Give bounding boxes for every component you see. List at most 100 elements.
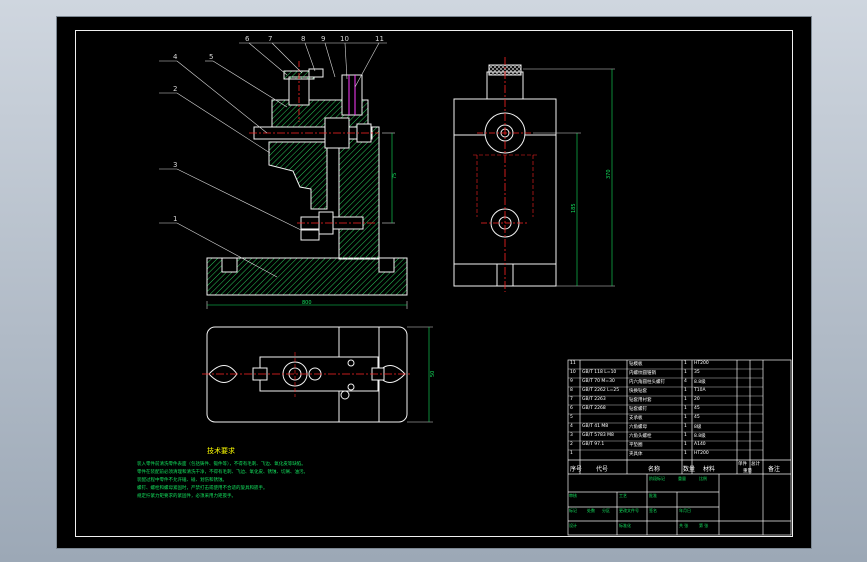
upright-column	[338, 126, 380, 260]
support-plate	[268, 141, 328, 210]
bom-cell-qty: 4	[684, 379, 687, 384]
bom-cell-name: 快换钻套	[629, 389, 647, 394]
bushing-screw	[308, 68, 324, 78]
bom-cell-seq: 6	[570, 406, 573, 411]
title-block-label: 年月日	[679, 508, 691, 513]
callout-6: 6	[245, 35, 250, 43]
bom-cell-name: 六角头螺栓	[629, 434, 652, 439]
dim-front-width: 800	[302, 300, 312, 306]
bom-header-weight: 重量	[743, 469, 752, 474]
bom-cell-material: T10A	[694, 388, 706, 393]
bom-cell-name: 支承板	[629, 416, 643, 421]
dim-side-inner: 185	[571, 203, 577, 213]
title-block-label: 标记	[569, 508, 577, 513]
bom-cell-qty: 1	[684, 361, 687, 366]
callout-leaders	[159, 42, 387, 278]
drawing-frame	[75, 30, 793, 537]
bom-cell-name: 平垫圈	[629, 443, 643, 448]
bom-cell-qty: 1	[684, 415, 687, 420]
bom-header-single: 单件	[738, 462, 747, 467]
bom-cell-qty: 1	[684, 424, 687, 429]
bom-cell-code: GB/T 70 M=30	[582, 379, 615, 384]
bom-header-total: 总计	[751, 462, 760, 467]
bom-cell-material: 20	[694, 397, 700, 402]
technical-note-line: 螺钉、螺栓和螺母紧固时，严禁打击或使用不合适的旋具和扳手。	[137, 486, 268, 491]
bom-cell-seq: 2	[570, 442, 573, 447]
title-block-label: 重量	[678, 476, 686, 481]
bom-cell-seq: 5	[570, 415, 573, 420]
bom-cell-code: GB/T 2262 L=25	[582, 388, 620, 393]
dim-side-outer: 370	[606, 169, 612, 179]
base-step-left	[221, 257, 238, 273]
callout-8: 8	[301, 35, 305, 43]
base-step-right	[378, 257, 395, 273]
bom-cell-material: 45	[694, 415, 700, 420]
bom-cell-qty: 1	[684, 442, 687, 447]
taper-pin	[341, 74, 363, 116]
callout-7: 7	[268, 35, 272, 43]
bom-cell-material: 8.8级	[694, 434, 706, 439]
bom-row-lines	[568, 368, 763, 451]
technical-notes-title: 技术要求	[207, 447, 235, 455]
bom-cell-name: 六角螺母	[629, 425, 647, 430]
bom-cell-code: GB/T 41 M8	[582, 424, 609, 429]
title-block-label: 批准	[649, 493, 657, 498]
bom-cell-name: 内螺纹圆锥销	[629, 371, 656, 376]
callout-3: 3	[173, 161, 177, 169]
callout-9: 9	[321, 35, 325, 43]
title-block-grid	[567, 359, 792, 536]
technical-note-line: 零件在装配前必须清理和清洗干净，不得有毛刺、飞边、氧化皮、锈蚀、切屑、油污。	[137, 470, 308, 475]
bom-cell-material: 8.8级	[694, 380, 706, 385]
bom-header-remark: 备注	[768, 466, 781, 473]
bom-cell-name: 钻模板	[629, 362, 643, 367]
bom-cell-qty: 1	[684, 370, 687, 375]
callout-5: 5	[209, 53, 213, 61]
bom-cell-code: GB/T 2263	[582, 397, 606, 402]
title-block-label: 比例	[699, 476, 707, 481]
bom-header-material: 材料	[703, 466, 716, 473]
bom-cell-name: 内六角圆柱头螺钉	[629, 380, 665, 385]
bom-header-qty: 数量	[683, 466, 696, 473]
title-block-label: 设计	[569, 523, 577, 528]
technical-note-line: 装配过程中零件不允许磕、碰、划伤和锈蚀。	[137, 478, 227, 483]
title-block-label: 第 张	[699, 523, 709, 528]
bom-cell-code: GB/T 5783 M8	[582, 433, 614, 438]
cad-drawing: 1 2 3 4 5 6 7 8 9 10 11 800 75 370 185 5…	[159, 35, 792, 536]
callout-4: 4	[173, 53, 178, 61]
callout-10: 10	[340, 35, 349, 43]
dim-plan-height: 50	[430, 371, 436, 377]
title-block-label: 阶段标记	[649, 476, 665, 481]
title-block-label: 处数	[587, 508, 595, 513]
bom-cell-seq: 11	[570, 361, 576, 366]
title-block-label: 标准化	[619, 523, 631, 528]
bom-cell-seq: 9	[570, 379, 573, 384]
bom-header-name: 名称	[648, 466, 661, 473]
dim-front-height: 75	[392, 173, 398, 179]
bom-cell-material: HT200	[694, 361, 709, 366]
bom-cell-qty: 1	[684, 388, 687, 393]
bom-cell-code: GB/T 118 L=10	[582, 370, 617, 375]
bom-cell-material: 8级	[694, 425, 702, 430]
title-block-label: 签名	[649, 508, 657, 513]
bom-cell-seq: 10	[570, 370, 576, 375]
title-block-label: 更改文件号	[619, 508, 639, 513]
title-block-label: 工艺	[619, 493, 627, 498]
bom-cell-qty: 1	[684, 451, 687, 456]
bom-cell-qty: 1	[684, 433, 687, 438]
front-view	[159, 42, 408, 309]
bom-header-seq: 序号	[570, 466, 583, 473]
bom-cell-qty: 1	[684, 397, 687, 402]
bom-cell-qty: 1	[684, 406, 687, 411]
technical-note-line: 规定拧紧力矩要求的紧固件，必须采用力矩扳手。	[137, 494, 236, 499]
side-view	[453, 57, 615, 292]
bom-cell-code: GB/T 97.1	[582, 442, 605, 447]
bom-cell-material: 45	[694, 406, 700, 411]
bom-cell-seq: 4	[570, 424, 573, 429]
bom-cell-seq: 3	[570, 433, 573, 438]
technical-note-line: 装入零件前清洗零件表面（包括铸件、锻件等），不得有毛刺、飞边、氧化皮等缺陷。	[137, 462, 306, 467]
drawing-sheet: 1 2 3 4 5 6 7 8 9 10 11 800 75 370 185 5…	[56, 16, 812, 549]
technical-notes: 技术要求 装入零件前清洗零件表面（包括铸件、锻件等），不得有毛刺、飞边、氧化皮等…	[137, 447, 387, 501]
bom-cell-material: 35	[694, 370, 700, 375]
title-block-label: 分区	[602, 508, 610, 513]
bom-cell-name: 钻套螺钉	[629, 407, 647, 412]
